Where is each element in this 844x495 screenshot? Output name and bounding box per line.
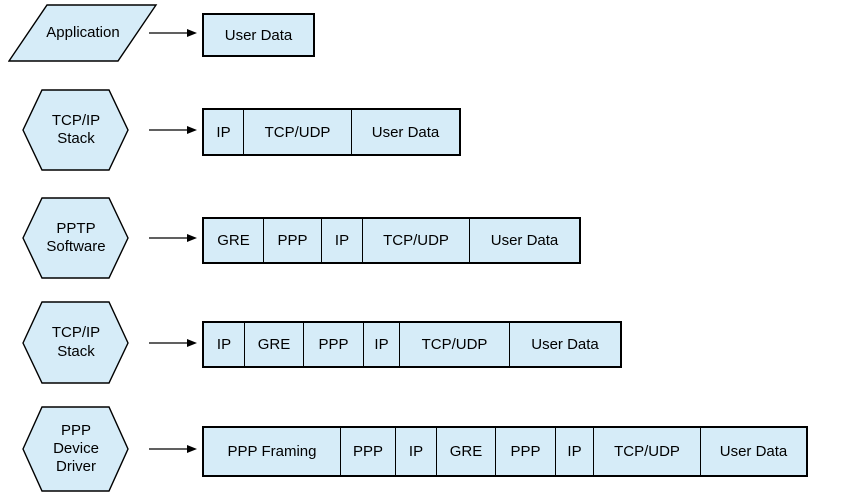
packet-segment-ppp: PPP: [341, 428, 396, 475]
packet-segment-tcp-udp: TCP/UDP: [363, 219, 470, 262]
packet-segment-user-data: User Data: [224, 26, 293, 44]
packet-bar: User Data: [202, 13, 315, 57]
packet-segment-tcp-udp: TCP/UDP: [400, 323, 510, 366]
packet-segment-user-data: User Data: [371, 123, 440, 141]
packet-segment-ip: IP: [556, 428, 594, 475]
packet-segment-ppp: PPP: [304, 323, 364, 366]
arrow-right-icon: [149, 339, 197, 347]
packet-segment-ip: IP: [396, 428, 437, 475]
packet-segment-gre: GRE: [204, 219, 264, 262]
arrow-right-icon: [149, 29, 197, 37]
packet-segment-user-data: User Data: [531, 336, 599, 353]
arrow-right-icon: [149, 234, 197, 242]
encapsulation-row: Application User Data: [0, 4, 844, 62]
packet-segment-ip: IP: [322, 219, 363, 262]
packet-segment-user-data: User Data: [719, 443, 788, 460]
arrow-right-icon: [149, 126, 197, 134]
stage-shape-application: Application: [8, 4, 158, 62]
packet-segment-ip: IP: [204, 110, 244, 154]
packet-segment-ppp-framing: PPP Framing: [204, 428, 341, 475]
packet-segment-gre: GRE: [437, 428, 496, 475]
packet-segment-ip: IP: [204, 323, 245, 366]
packet-segment-ppp: PPP: [264, 219, 322, 262]
packet-segment-tcp-udp: TCP/UDP: [244, 110, 352, 154]
packet-segment-ppp: PPP: [496, 428, 556, 475]
packet-segment-gre: GRE: [245, 323, 304, 366]
packet-segment-user-data: User Data: [490, 232, 559, 249]
packet-segment-ip: IP: [364, 323, 400, 366]
arrow-right-icon: [149, 445, 197, 453]
packet-segment-tcp-udp: TCP/UDP: [594, 428, 701, 475]
